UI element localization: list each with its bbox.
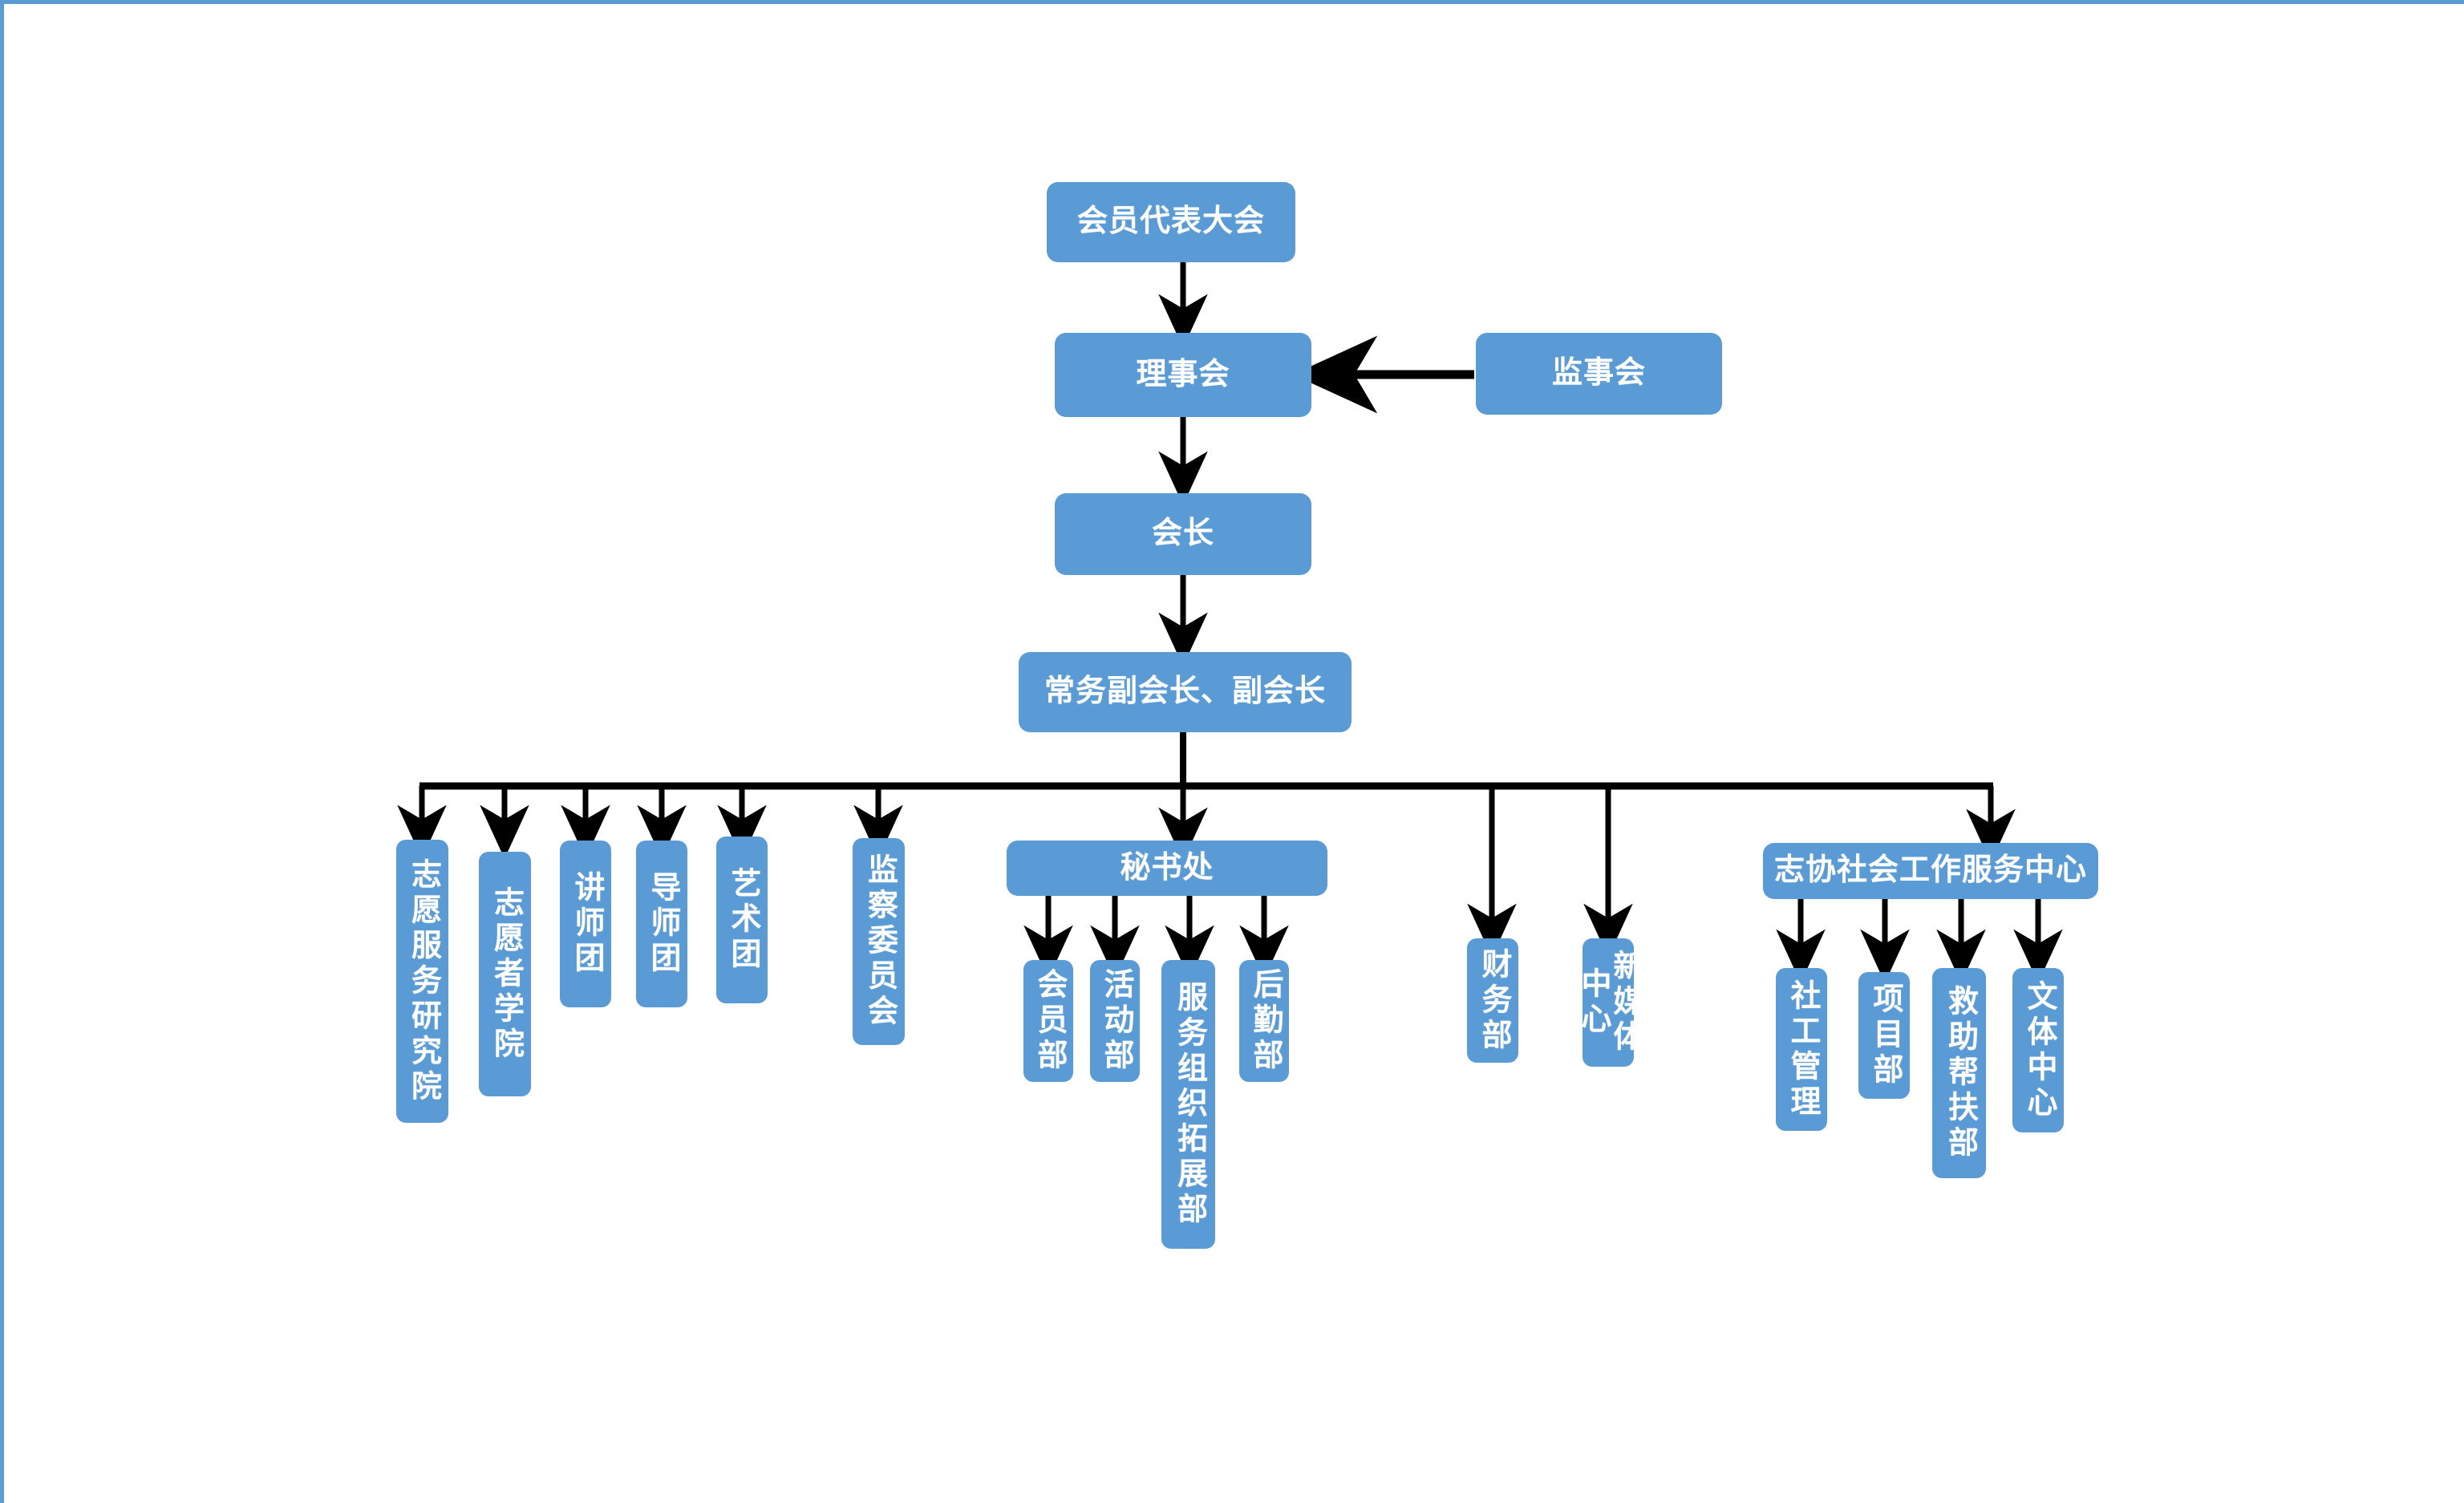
node-art-troupe[interactable]: 艺术团 [716, 837, 768, 1003]
node-membership-department[interactable]: 会员部 [1023, 960, 1073, 1082]
node-new-media-center-label: 新媒体中心 [1576, 950, 1642, 1055]
node-supervisory-board-label: 监事会 [1551, 356, 1646, 391]
node-mentor-group[interactable]: 导师团 [636, 841, 687, 1007]
node-volunteer-academy[interactable]: 志愿者学院 [479, 852, 531, 1096]
node-social-work-center[interactable]: 志协社会工作服务中心 [1763, 843, 2098, 899]
node-culture-sports-center-label: 文体中心 [2021, 979, 2056, 1121]
node-culture-sports-center[interactable]: 文体中心 [2012, 968, 2064, 1132]
node-volunteer-academy-label: 志愿者学院 [488, 885, 523, 1063]
node-project-department[interactable]: 项目部 [1858, 972, 1910, 1099]
node-assembly-label: 会员代表大会 [1076, 205, 1265, 239]
node-mentor-group-label: 导师团 [645, 871, 679, 977]
node-vice-presidents[interactable]: 常务副会长、副会长 [1019, 652, 1352, 732]
node-volunteer-service-institute-label: 志愿服务研究院 [406, 857, 440, 1105]
node-relief-assistance-department-label: 救助帮扶部 [1943, 985, 1977, 1161]
node-president[interactable]: 会长 [1055, 493, 1311, 575]
node-art-troupe-label: 艺术团 [725, 867, 760, 973]
node-new-media-center[interactable]: 新媒体中心 [1576, 938, 1642, 1067]
node-finance-department-label: 财务部 [1476, 947, 1510, 1054]
node-supervisory-board[interactable]: 监事会 [1476, 333, 1722, 415]
node-service-org-expansion-department-label: 服务组织拓展部 [1172, 981, 1206, 1228]
node-social-work-management[interactable]: 社工管理 [1776, 968, 1827, 1131]
node-social-work-center-label: 志协社会工作服务中心 [1773, 853, 2087, 888]
node-council[interactable]: 理事会 [1055, 333, 1311, 417]
node-social-work-management-label: 社工管理 [1785, 978, 1819, 1120]
node-supervision-committee[interactable]: 监察委员会 [853, 838, 905, 1045]
node-secretariat[interactable]: 秘书处 [1007, 841, 1327, 896]
node-volunteer-service-institute[interactable]: 志愿服务研究院 [396, 840, 448, 1123]
node-logistics-department[interactable]: 后勤部 [1239, 960, 1289, 1082]
node-logistics-department-label: 后勤部 [1247, 968, 1282, 1074]
node-vice-presidents-label: 常务副会长、副会长 [1044, 675, 1326, 709]
node-president-label: 会长 [1151, 517, 1214, 551]
node-assembly[interactable]: 会员代表大会 [1047, 182, 1295, 262]
node-supervision-committee-label: 监察委员会 [862, 853, 897, 1030]
node-project-department-label: 项目部 [1867, 982, 1902, 1088]
node-activity-department[interactable]: 活动部 [1090, 960, 1140, 1082]
node-finance-department[interactable]: 财务部 [1467, 938, 1518, 1063]
node-activity-department-label: 活动部 [1098, 968, 1133, 1074]
node-council-label: 理事会 [1136, 357, 1230, 391]
node-membership-department-label: 会员部 [1031, 968, 1066, 1074]
node-lecturer-group-label: 讲师团 [569, 871, 603, 977]
node-secretariat-label: 秘书处 [1120, 850, 1214, 885]
node-relief-assistance-department[interactable]: 救助帮扶部 [1932, 968, 1986, 1178]
node-lecturer-group[interactable]: 讲师团 [560, 841, 611, 1007]
node-service-org-expansion-department[interactable]: 服务组织拓展部 [1161, 960, 1215, 1249]
